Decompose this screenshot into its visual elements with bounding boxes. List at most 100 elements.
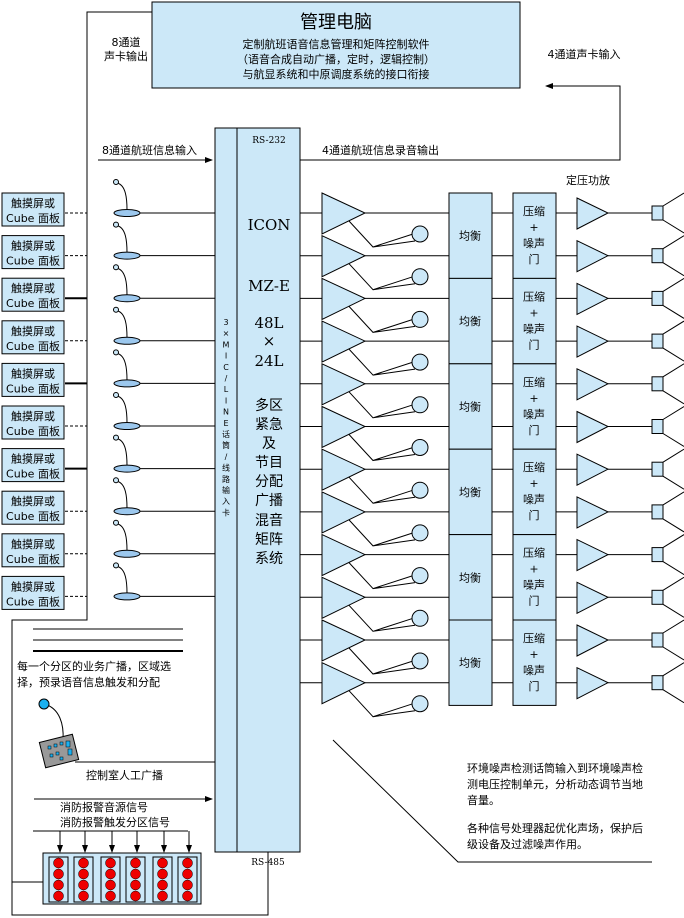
touch-panel-line-1: 触摸屏或 — [11, 579, 55, 593]
zone-note-1: 每一个分区的业务广播，区域选 — [17, 659, 171, 673]
alarm-light-icon — [53, 857, 64, 869]
alarm-light-icon — [105, 857, 116, 869]
sound-card-in-line — [300, 83, 621, 161]
rs485-label: RS-485 — [251, 858, 285, 868]
touch-panel-line-2: Cube 面板 — [6, 509, 60, 523]
alarm-light-icon — [105, 868, 116, 880]
compressor-label: + — [529, 392, 538, 405]
touch-panel-line-2: Cube 面板 — [6, 467, 60, 481]
equalizer-label: 均衡 — [459, 230, 481, 243]
matrix-text-line: 及 — [262, 436, 276, 452]
volume-control-knob-icon — [348, 647, 429, 675]
touch-panel-line-1: 触摸屏或 — [11, 324, 55, 338]
compressor-label: 压缩 — [523, 290, 545, 303]
touch-panel-line-2: Cube 面板 — [6, 552, 60, 566]
equalizer-box — [448, 619, 493, 706]
equalizer-label: 均衡 — [459, 315, 481, 328]
compressor-label: 噪声 — [523, 578, 545, 592]
power-amp-triangle-icon — [576, 197, 610, 230]
matrix-text-line: 多区 — [255, 397, 283, 414]
compressor-label: 门 — [529, 337, 540, 351]
touch-panel-line-2: Cube 面板 — [6, 211, 60, 225]
alarm-light-icon — [105, 879, 116, 891]
preamp-triangle-icon — [321, 363, 367, 406]
alarm-light-icon — [130, 879, 141, 891]
alarm-light-icon — [78, 857, 89, 869]
compressor-label: 门 — [529, 508, 540, 522]
microphone-icon — [113, 392, 141, 430]
zone-note-2: 择，预录语音信息触发和分配 — [17, 675, 160, 689]
preamp-triangle-icon — [321, 533, 367, 577]
microphone-icon — [113, 477, 141, 516]
volume-control-knob-icon — [348, 476, 429, 504]
preamp-triangle-icon — [321, 277, 367, 321]
alarm-light-icon — [157, 868, 168, 880]
volume-control-knob-icon — [348, 562, 429, 590]
matrix-text-line: MZ-E — [248, 277, 290, 295]
speaker-icon — [651, 662, 684, 704]
zone-note-rules — [33, 628, 183, 652]
compressor-noise-gate-box — [512, 534, 557, 621]
alarm-light-icon — [130, 857, 141, 869]
microphone-icon — [113, 264, 141, 303]
alarm-light-icon — [182, 879, 193, 891]
matrix-text-line: 48L — [254, 314, 283, 332]
compressor-label: 噪声 — [523, 663, 545, 677]
compressor-label: + — [529, 306, 538, 319]
power-amp-triangle-icon — [576, 581, 610, 615]
matrix-text-line: 分配 — [255, 474, 283, 490]
speaker-icon — [651, 277, 684, 319]
control-room-label: 控制室人工广播 — [86, 768, 163, 782]
preamp-triangle-icon — [321, 491, 367, 534]
microphone-icon — [113, 434, 141, 473]
alarm-zone-module — [100, 856, 121, 903]
matrix-box — [214, 127, 301, 853]
touch-panel-line-2: Cube 面板 — [6, 254, 60, 268]
alarm-light-icon — [157, 890, 168, 902]
microphone-icon — [113, 221, 141, 260]
volume-control-knob-icon — [348, 690, 429, 718]
sound-card-out-label-1: 8通道 — [112, 35, 141, 49]
matrix-text-line: 混音 — [255, 512, 283, 529]
compressor-label: + — [529, 477, 538, 490]
matrix-text-line: 系统 — [255, 551, 283, 567]
processors-note-1: 各种信号处理器起优化声场，保护后 — [467, 821, 643, 835]
speaker-icon — [651, 619, 684, 661]
touch-panel-line-2: Cube 面板 — [6, 339, 60, 353]
microphone-icon — [113, 519, 141, 558]
management-computer-box — [151, 1, 521, 89]
compressor-label: 噪声 — [523, 321, 545, 335]
compressor-label: 噪声 — [523, 492, 545, 506]
microphone-icon — [113, 562, 141, 601]
compressor-label: 门 — [529, 679, 540, 693]
alarm-light-icon — [105, 890, 116, 902]
alarm-light-icon — [130, 868, 141, 880]
equalizer-label: 均衡 — [459, 486, 481, 499]
equalizer-label: 均衡 — [459, 401, 481, 414]
compressor-label: 噪声 — [523, 407, 545, 421]
compressor-label: 噪声 — [523, 236, 545, 250]
fire-source-label: 消防报警音源信号 — [60, 800, 148, 814]
preamp-triangle-icon — [321, 448, 367, 492]
alarm-light-icon — [157, 857, 168, 869]
volume-control-knob-icon — [348, 306, 429, 333]
compressor-label: 压缩 — [523, 632, 545, 645]
alarm-light-icon — [78, 879, 89, 891]
computer-line-3: 与航显系统和中原调度系统的接口衔接 — [243, 67, 430, 81]
matrix-text-line: ICON — [248, 216, 291, 234]
speaker-icon — [651, 192, 684, 234]
preamp-triangle-icon — [321, 661, 367, 705]
compressor-label: + — [529, 221, 538, 234]
power-amp-triangle-icon — [576, 666, 610, 700]
